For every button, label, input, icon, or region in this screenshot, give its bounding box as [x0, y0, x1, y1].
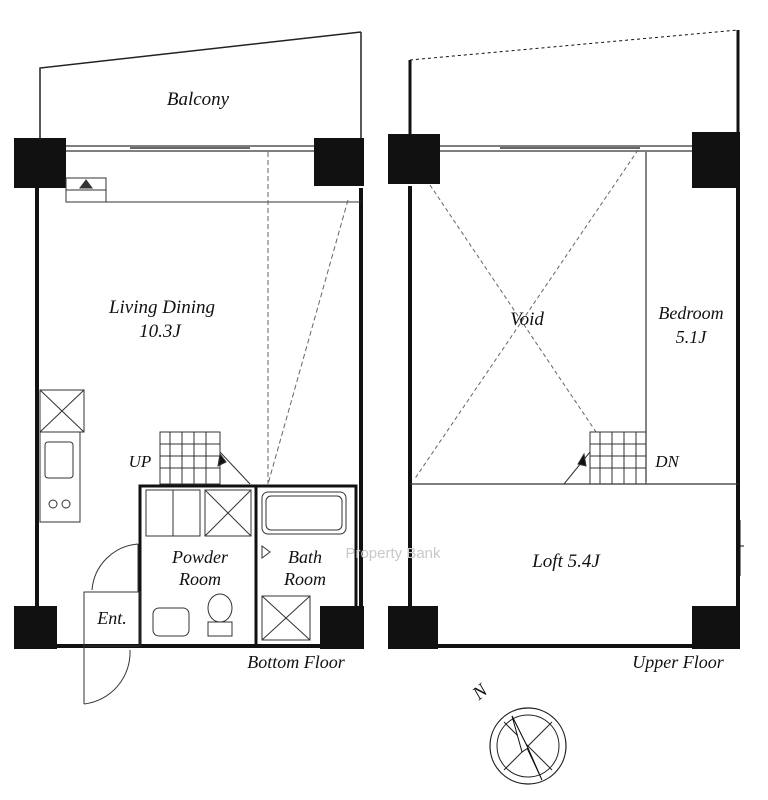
column: [314, 138, 364, 186]
compass: [489, 707, 567, 785]
wet-area-walls: [138, 484, 358, 648]
washbasin: [152, 607, 190, 637]
powder-room-label: Powder: [171, 547, 229, 567]
upper-floor-plan: [388, 29, 744, 649]
stairs-down: [563, 431, 647, 485]
entrance: [83, 543, 141, 705]
bathtub: [261, 491, 347, 535]
bedroom-size: 5.1J: [676, 327, 708, 347]
toilet-bowl: [207, 593, 233, 623]
stairs-up-label: UP: [129, 452, 152, 471]
entrance-label: Ent.: [96, 608, 127, 628]
void-label: Void: [510, 309, 544, 330]
balcony-outline: [39, 31, 362, 138]
upper-floor-caption: Upper Floor: [632, 652, 724, 672]
balcony-label: Balcony: [167, 89, 230, 110]
bottom-floor-plan: [14, 31, 364, 705]
bottom-floor-caption: Bottom Floor: [247, 652, 345, 672]
bottom-window: [66, 145, 314, 152]
loft-outline-dashed: [267, 152, 349, 485]
stairs-down-label: DN: [654, 452, 680, 471]
column: [388, 134, 440, 184]
column: [388, 606, 438, 649]
bath-room-label: Bath: [288, 547, 322, 567]
bath-room-label-2: Room: [283, 569, 326, 589]
loft-label: Loft 5.4J: [531, 551, 601, 572]
powder-room-fixtures: [145, 489, 271, 637]
stove: [48, 499, 58, 509]
column: [14, 606, 57, 649]
column: [14, 138, 66, 188]
stairs-up: [159, 431, 251, 485]
upper-window: [438, 145, 692, 152]
living-dining-label: Living Dining: [108, 297, 215, 318]
column: [692, 606, 740, 649]
void-cross: [413, 149, 639, 481]
bedroom-label: Bedroom: [658, 303, 723, 323]
upper-outline: [408, 29, 744, 648]
watermark: Property Bank: [345, 545, 441, 562]
kitchen: [39, 389, 85, 523]
ac-unit: [65, 177, 361, 203]
living-dining-size: 10.3J: [139, 321, 182, 342]
powder-room-label-2: Room: [178, 569, 221, 589]
bath-room-fixtures: [261, 491, 347, 641]
column: [692, 132, 740, 188]
sink: [44, 441, 74, 479]
compass-north-label: N: [468, 679, 493, 705]
toilet-tank: [207, 621, 233, 637]
